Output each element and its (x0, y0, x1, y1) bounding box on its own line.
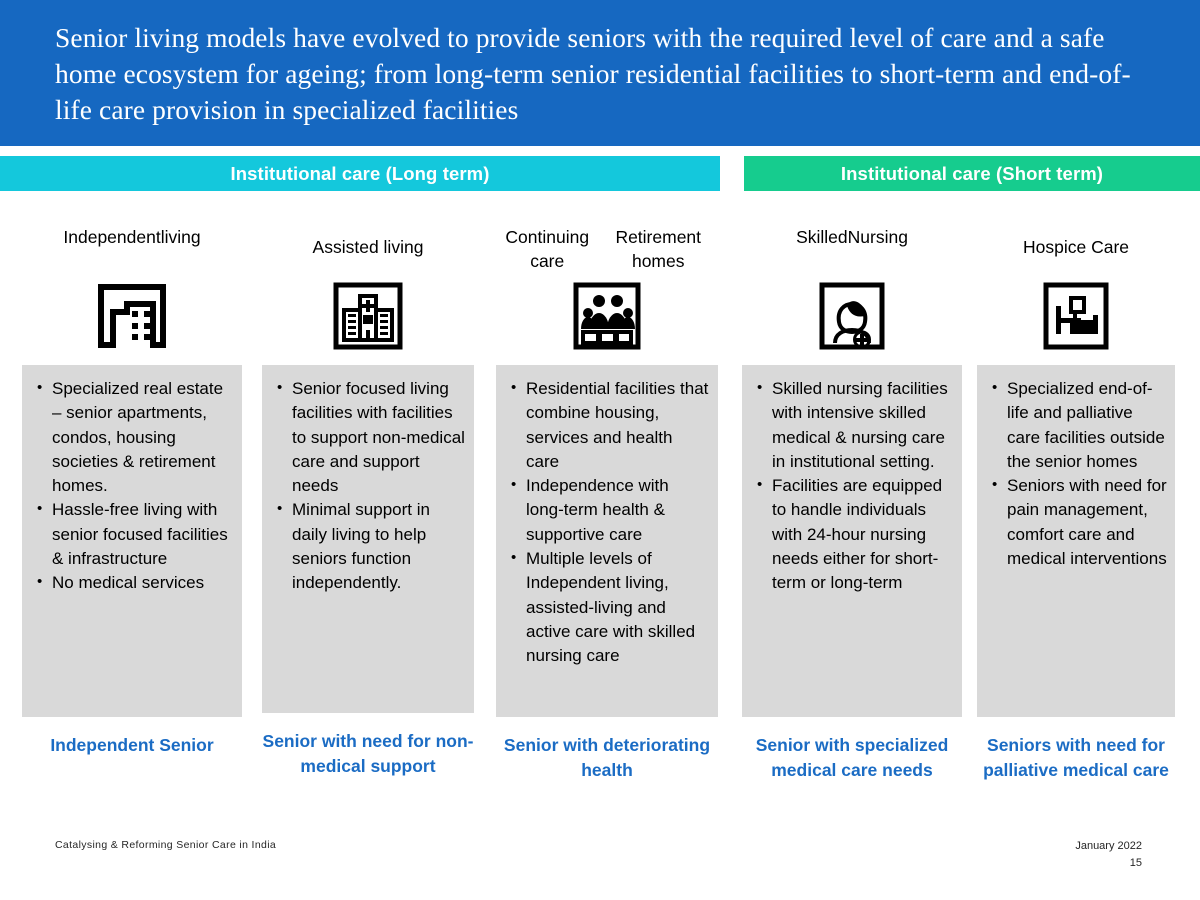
category-banner-short-term: Institutional care (Short term) (744, 156, 1200, 191)
apartment-building-icon (22, 267, 242, 365)
slide-title-banner: Senior living models have evolved to pro… (0, 0, 1200, 146)
hospital-building-icon (262, 267, 474, 365)
column-description-card: Skilled nursing facilities with intensiv… (742, 365, 962, 717)
list-item: Hassle-free living with senior focused f… (28, 497, 234, 571)
list-item: Seniors with need for pain management, c… (983, 473, 1167, 571)
column-persona-caption: Senior with need for non-medical support (262, 731, 474, 776)
column-description-card: Specialized end-of-life and palliative c… (977, 365, 1175, 717)
column-description-card: Senior focused living facilities with fa… (262, 365, 474, 713)
column-persona-caption: Independent Senior (50, 735, 214, 755)
column-persona-caption: Seniors with need for palliative medical… (983, 735, 1169, 780)
bullet-list: Skilled nursing facilities with intensiv… (748, 376, 954, 596)
bullet-list: Residential facilities that combine hous… (502, 376, 710, 669)
column-title: Assisted living (312, 237, 424, 257)
footer-source-label: Catalysing & Reforming Senior Care in In… (55, 839, 277, 851)
group-of-people-icon (496, 267, 718, 365)
hospital-bed-icon (977, 267, 1175, 365)
list-item: Senior focused living facilities with fa… (268, 376, 466, 498)
list-item: Residential facilities that combine hous… (502, 376, 710, 474)
footer-page-number: 15 (1129, 857, 1142, 869)
category-banner-long-term: Institutional care (Long term) (0, 156, 720, 191)
list-item: Skilled nursing facilities with intensiv… (748, 376, 954, 474)
column-title: Hospice Care (1022, 237, 1130, 257)
footer-date: January 2022 (1075, 840, 1142, 852)
bullet-list: Specialized real estate – senior apartme… (28, 376, 234, 596)
list-item: Independence with long-term health & sup… (502, 473, 710, 547)
list-item: Facilities are equipped to handle indivi… (748, 473, 954, 595)
bullet-list: Senior focused living facilities with fa… (268, 376, 466, 596)
list-item: Specialized real estate – senior apartme… (28, 376, 234, 498)
list-item: Multiple levels of Independent living, a… (502, 546, 710, 668)
care-column-assisted-living: Assisted living Senior fo (262, 205, 474, 835)
page-title: Senior living models have evolved to pro… (55, 22, 1131, 125)
list-item: Specialized end-of-life and palliative c… (983, 376, 1167, 474)
category-banner-short-term-label: Institutional care (Short term) (840, 162, 1104, 184)
list-item: No medical services (28, 570, 234, 595)
nurse-icon (742, 267, 962, 365)
column-description-card: Specialized real estate – senior apartme… (22, 365, 242, 717)
footer-meta: January 2022 15 (1075, 838, 1142, 872)
bullet-list: Specialized end-of-life and palliative c… (983, 376, 1167, 571)
column-persona-caption: Senior with deteriorating health (503, 735, 711, 780)
list-item: Minimal support in daily living to help … (268, 497, 466, 595)
category-banner-long-term-label: Institutional care (Long term) (230, 162, 490, 184)
care-column-hospice-care: Hospice Care Specialized end-of-life and… (977, 205, 1175, 835)
column-description-card: Residential facilities that combine hous… (496, 365, 718, 717)
column-persona-caption: Senior with specialized medical care nee… (755, 735, 949, 780)
